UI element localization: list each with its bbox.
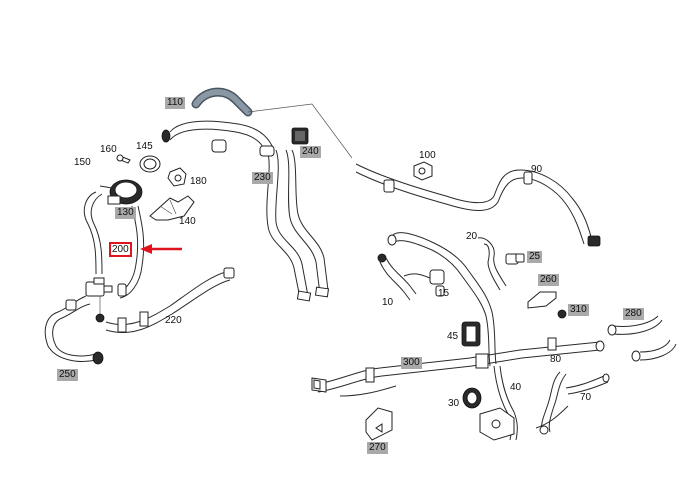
hose-80-70	[535, 371, 610, 435]
label-200-highlighted[interactable]: 200	[109, 242, 132, 257]
label-100: 100	[419, 150, 436, 161]
label-25: 25	[527, 251, 543, 263]
clip-100	[413, 161, 433, 181]
reference-line	[247, 103, 353, 159]
pump-130	[99, 179, 143, 205]
hose-10	[377, 253, 431, 301]
label-260: 260	[538, 274, 559, 286]
label-40: 40	[510, 382, 522, 393]
label-15: 15	[438, 288, 450, 299]
label-160: 160	[100, 144, 117, 155]
label-300: 300	[401, 357, 422, 369]
label-180: 180	[190, 176, 207, 187]
label-310: 310	[568, 304, 589, 316]
label-30: 30	[448, 398, 460, 409]
assembly-40	[479, 365, 518, 441]
label-145: 145	[136, 141, 153, 152]
connector-15	[429, 269, 445, 297]
bracket-270	[365, 407, 393, 441]
hose-90	[355, 163, 601, 247]
hose-150-200	[83, 191, 145, 299]
valve-180	[167, 167, 187, 187]
label-250: 250	[57, 369, 78, 381]
ring-145	[139, 155, 161, 173]
label-240: 240	[300, 146, 321, 158]
highlight-arrow	[140, 244, 182, 254]
hose-110	[191, 87, 253, 117]
hose-230	[161, 120, 330, 302]
label-140: 140	[179, 216, 196, 227]
hose-220	[105, 267, 235, 334]
hose-20	[387, 232, 497, 367]
hose-280	[607, 315, 677, 362]
label-150: 150	[74, 157, 91, 168]
clip-310	[557, 309, 567, 319]
ring-30	[462, 387, 482, 409]
label-45: 45	[447, 331, 459, 342]
label-130: 130	[115, 207, 136, 219]
label-90: 90	[531, 164, 543, 175]
label-220: 220	[165, 315, 182, 326]
screw-160	[116, 154, 131, 164]
hose-300	[311, 337, 605, 397]
hose-25	[477, 237, 525, 291]
hose-250	[44, 295, 104, 365]
bracket-140	[149, 195, 195, 221]
label-70: 70	[580, 392, 592, 403]
bracket-260	[527, 291, 557, 309]
label-20: 20	[466, 231, 478, 242]
label-280: 280	[623, 308, 644, 320]
label-110: 110	[165, 97, 185, 109]
housing-45	[461, 321, 481, 347]
label-230: 230	[252, 172, 273, 184]
label-270: 270	[367, 442, 388, 454]
bracket-240	[291, 127, 309, 145]
valve-200	[85, 277, 113, 323]
label-10: 10	[382, 297, 394, 308]
label-80: 80	[550, 354, 562, 365]
